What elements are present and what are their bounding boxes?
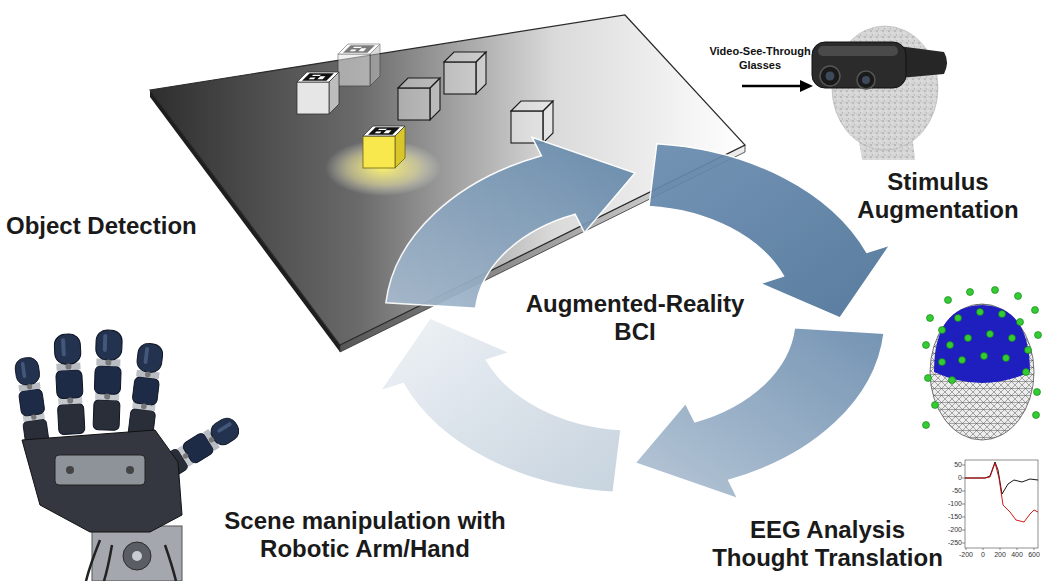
stage-label: Object Detection [6,212,197,240]
axis-tick: 200 [988,551,1012,559]
axis-tick: 600 [1022,551,1045,559]
axis-tick: -200 [936,526,962,534]
eeg-head-model [923,287,1042,441]
marker-cubes [297,44,553,168]
center-title: Augmented-Reality BCI [515,290,755,346]
axis-tick: -150 [936,513,962,521]
robotic-hand [14,330,243,581]
axis-tick: -50 [936,487,962,495]
stage-label: Stimulus Augmentation [843,168,1033,224]
stage-label: EEG Analysis Thought Translation [705,516,950,572]
pointer-arrow [742,80,813,92]
axis-tick: 0 [936,474,962,482]
axis-tick: -200 [954,551,978,559]
cycle-arrows [380,137,890,499]
callout-label: Video-See-Through Glasses [695,44,825,72]
axis-tick: -100 [936,500,962,508]
head-with-glasses [812,26,947,160]
erp-plot [962,460,1038,550]
stage-label: Scene manipulation with Robotic Arm/Hand [200,507,530,563]
axis-tick: 0 [971,551,995,559]
axis-tick: 50 [936,461,962,469]
axis-tick: 400 [1005,551,1029,559]
